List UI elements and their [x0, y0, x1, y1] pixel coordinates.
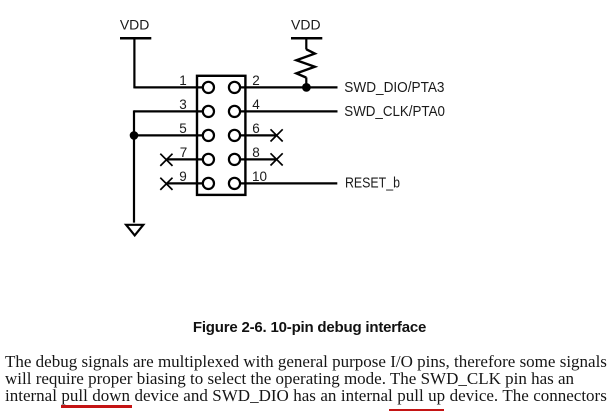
svg-text:RESET_b: RESET_b: [345, 174, 400, 191]
svg-text:9: 9: [179, 169, 187, 184]
svg-text:VDD: VDD: [291, 17, 321, 33]
svg-text:1: 1: [179, 73, 187, 88]
svg-text:8: 8: [252, 145, 260, 160]
svg-text:2: 2: [252, 73, 260, 88]
svg-text:7: 7: [180, 145, 188, 160]
svg-text:SWD_DIO/PTA3: SWD_DIO/PTA3: [344, 79, 444, 96]
svg-text:6: 6: [252, 121, 260, 136]
svg-text:SWD_CLK/PTA0: SWD_CLK/PTA0: [344, 103, 445, 120]
svg-text:5: 5: [179, 121, 187, 136]
svg-text:3: 3: [179, 97, 187, 112]
svg-text:VDD: VDD: [120, 17, 150, 33]
svg-text:4: 4: [252, 97, 260, 112]
svg-text:10: 10: [252, 169, 267, 184]
